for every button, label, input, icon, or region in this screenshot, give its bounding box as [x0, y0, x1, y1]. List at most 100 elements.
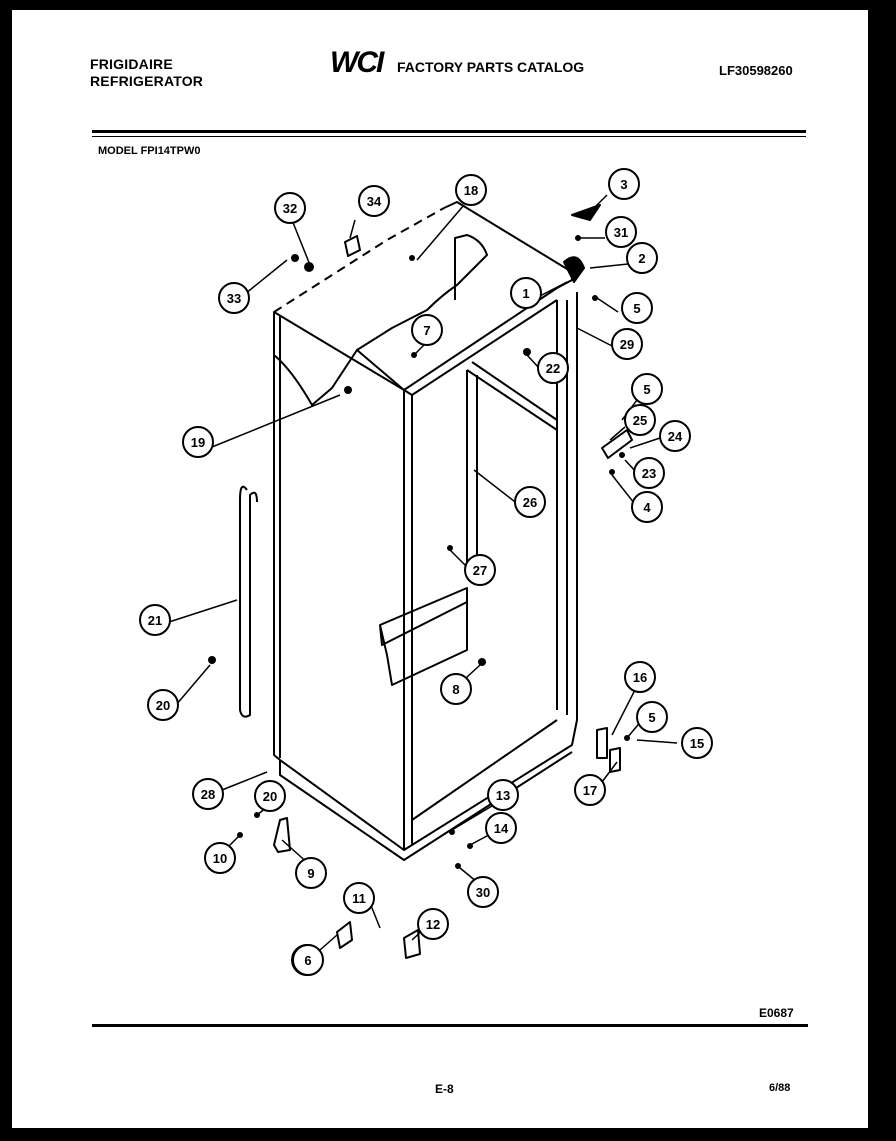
part-11-bracket [336, 921, 353, 949]
callout-bubble [574, 774, 606, 806]
callout-label-1: 1 [522, 286, 529, 301]
callout-bubble [626, 242, 658, 274]
part-1-2-assembly [563, 256, 585, 283]
callout-label-6: 6 [304, 953, 311, 968]
callout-label-28: 28 [201, 787, 215, 802]
callout-bubble [192, 778, 224, 810]
callout-label-29: 29 [620, 337, 634, 352]
callout-label-4: 4 [643, 500, 651, 515]
callout-label-3: 3 [620, 177, 627, 192]
mullion-rail [466, 370, 478, 571]
wci-logo: WCI [330, 46, 384, 79]
callout-bubble [218, 282, 250, 314]
callout-bubble [624, 404, 656, 436]
catalog-title: FACTORY PARTS CATALOG [397, 59, 585, 75]
part-callouts: 1234555567891011121314151617181920202122… [139, 168, 713, 976]
callout-label-5: 5 [633, 301, 640, 316]
page-number: E-8 [435, 1082, 454, 1096]
callout-bubble [358, 185, 390, 217]
callout-label-19: 19 [191, 435, 205, 450]
callout-label-20: 20 [156, 698, 170, 713]
brand-name: FRIGIDAIRE [90, 56, 173, 72]
cabinet-top-front-left [356, 349, 405, 391]
cabinet-inner-floor [411, 719, 558, 821]
callout-bubble [295, 857, 327, 889]
callout-bubble [510, 277, 542, 309]
callout-label-20: 20 [263, 789, 277, 804]
model-number: MODEL FPI14TPW0 [98, 145, 201, 157]
drawing-code: E0687 [759, 1006, 794, 1020]
callout-bubble [182, 426, 214, 458]
callout-label-9: 9 [307, 866, 314, 881]
cabinet-left-side [273, 311, 405, 851]
rear-rail [466, 361, 558, 431]
cabinet-top-back [443, 201, 573, 280]
callout-bubble [411, 314, 443, 346]
callout-label-11: 11 [352, 891, 366, 906]
callout-label-21: 21 [148, 613, 162, 628]
callout-bubble [139, 604, 171, 636]
callout-bubble [455, 174, 487, 206]
cabinet-front-top [411, 299, 558, 396]
callout-label-15: 15 [690, 736, 704, 751]
callout-label-7: 7 [423, 323, 430, 338]
callout-bubble [605, 216, 637, 248]
callout-label-33: 33 [227, 291, 241, 306]
callout-bubble [274, 192, 306, 224]
exploded-parts-diagram: 1234555567891011121314151617181920202122… [139, 168, 713, 976]
callout-bubble [440, 673, 472, 705]
callout-bubble [659, 420, 691, 452]
part-9-hinge [273, 817, 291, 853]
callout-bubble [631, 491, 663, 523]
callout-bubble [343, 882, 375, 914]
callout-bubble [254, 780, 286, 812]
callout-bubble [467, 876, 499, 908]
callout-label-30: 30 [476, 885, 490, 900]
divider-shelf [379, 587, 468, 686]
callout-bubble [514, 486, 546, 518]
callout-label-10: 10 [213, 851, 227, 866]
product-type: REFRIGERATOR [90, 73, 204, 89]
callout-label-5: 5 [643, 382, 650, 397]
callout-bubble [624, 661, 656, 693]
part-12-bracket [403, 929, 421, 959]
part-34-clip [344, 235, 361, 257]
callout-bubble [621, 292, 653, 324]
header-rule-top [92, 130, 806, 133]
catalog-number: LF30598260 [719, 63, 793, 78]
cabinet-bottom-base [279, 751, 573, 861]
catalog-page: FRIGIDAIRE REFRIGERATOR WCI FACTORY PART… [12, 10, 868, 1128]
callout-bubble [636, 701, 668, 733]
callout-bubble [611, 328, 643, 360]
callout-label-22: 22 [546, 361, 560, 376]
callout-label-32: 32 [283, 201, 297, 216]
callout-bubble [204, 842, 236, 874]
brand-block: FRIGIDAIRE REFRIGERATOR [90, 56, 203, 90]
cabinet-bottom [411, 719, 578, 846]
callout-bubble [417, 908, 449, 940]
callout-bubble [485, 812, 517, 844]
part-16-17-hinge [596, 727, 621, 773]
callout-label-23: 23 [642, 466, 656, 481]
callout-label-25: 25 [633, 413, 647, 428]
part-24-bracket [601, 429, 633, 459]
header-rule-bottom [92, 136, 806, 137]
callout-label-31: 31 [614, 225, 628, 240]
callout-bubble [487, 779, 519, 811]
callout-bubble [537, 352, 569, 384]
callout-label-27: 27 [473, 563, 487, 578]
callout-label-17: 17 [583, 783, 597, 798]
callout-bubble [633, 457, 665, 489]
callout-bubble [681, 727, 713, 759]
cabinet-front-frame-left [403, 389, 413, 851]
callout-label-18: 18 [464, 183, 478, 198]
callout-label-34: 34 [367, 194, 382, 209]
callout-label-8: 8 [452, 682, 459, 697]
callout-label-5: 5 [648, 710, 655, 725]
revision-date: 6/88 [769, 1082, 791, 1094]
callout-label-14: 14 [494, 821, 509, 836]
callout-label-24: 24 [668, 429, 683, 444]
callout-bubble [147, 689, 179, 721]
callout-label-16: 16 [633, 670, 647, 685]
callout-label-12: 12 [426, 917, 440, 932]
